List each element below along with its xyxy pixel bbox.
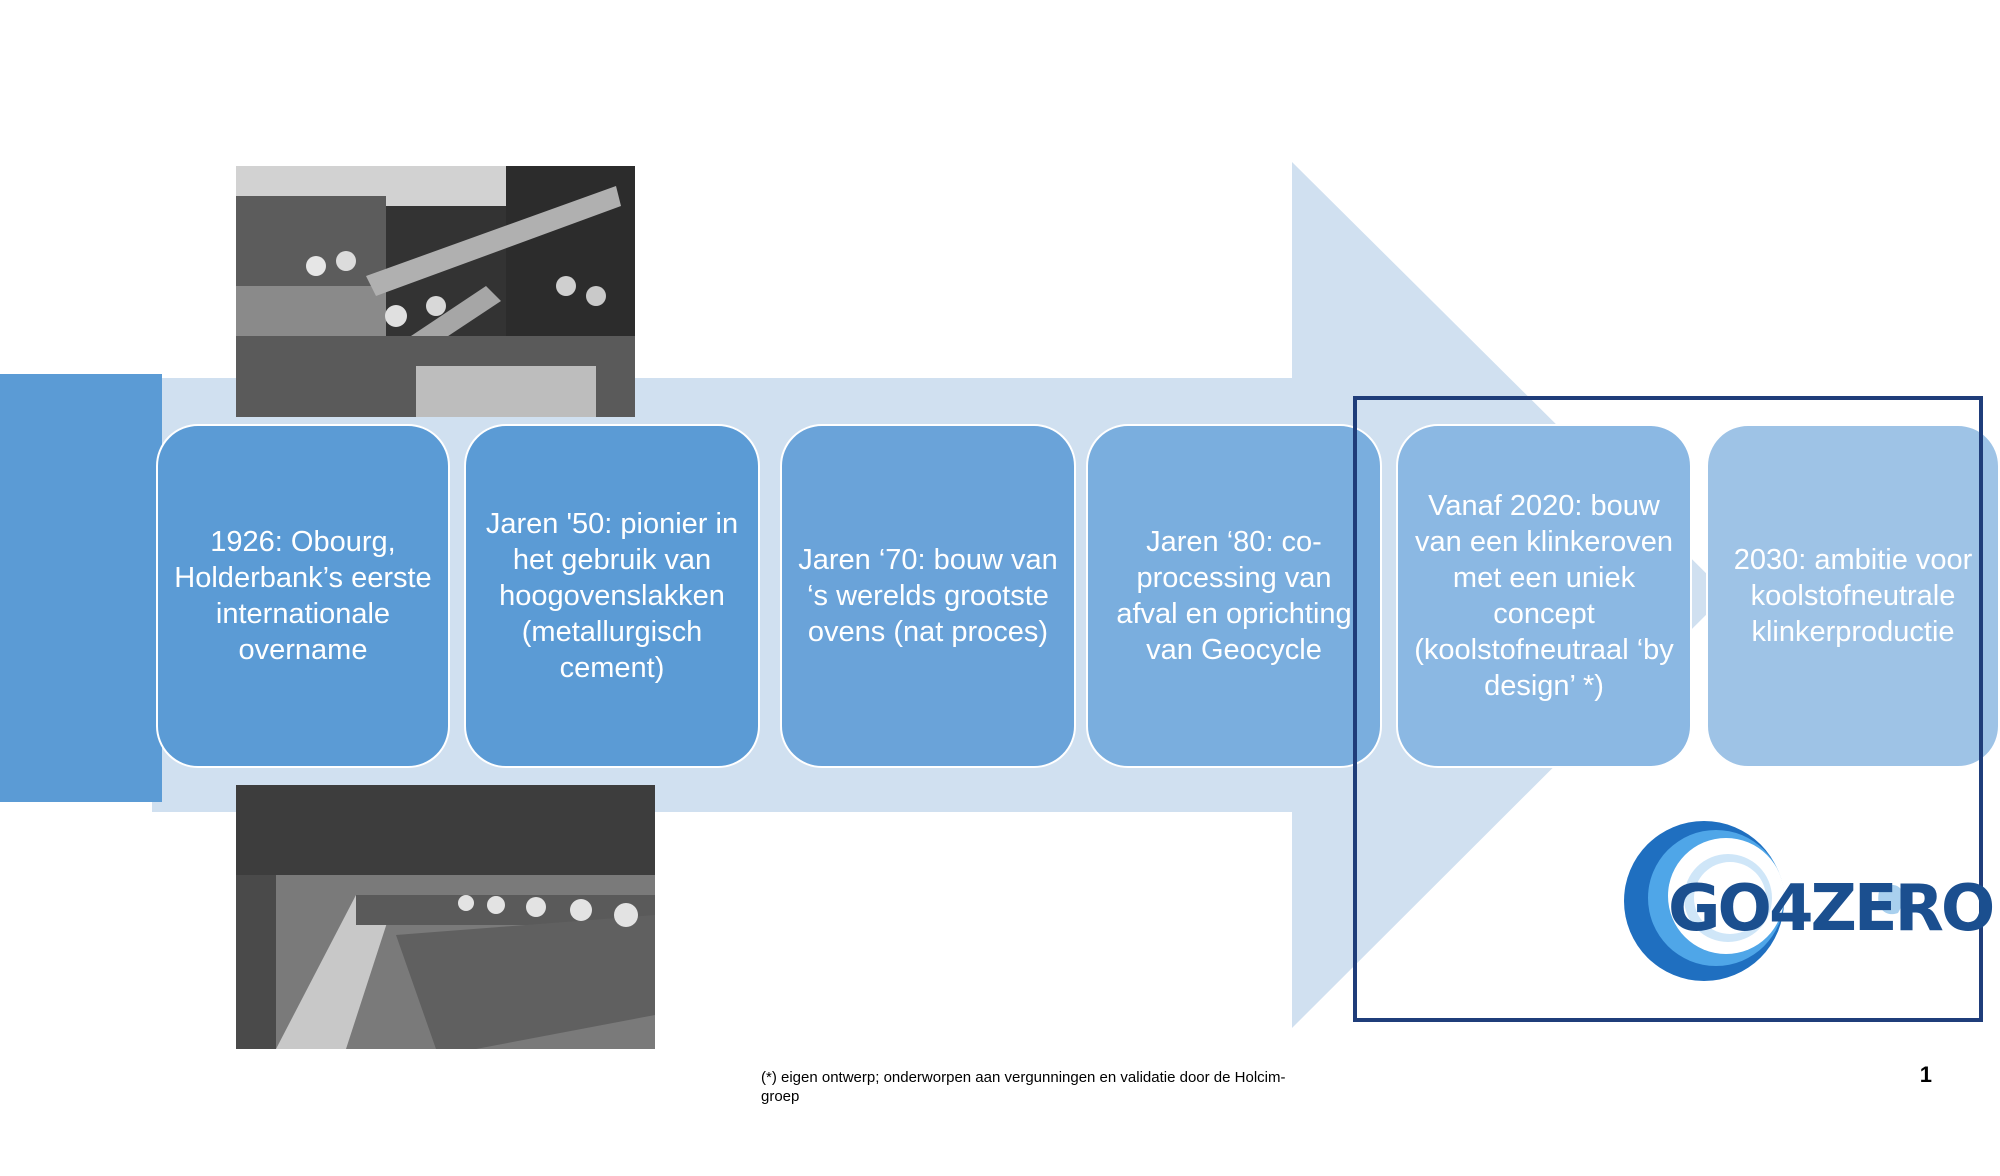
footnote: (*) eigen ontwerp; onderworpen aan vergu… bbox=[761, 1069, 1286, 1105]
go4zero-logo: GO4ZERO bbox=[1618, 818, 1995, 984]
go4zero-swirl-icon bbox=[1624, 821, 1904, 981]
milestone-text: 1926: Obourg, Holderbank’s eerste intern… bbox=[174, 526, 432, 666]
milestone-1980s: Jaren ‘80: co-processing van afval en op… bbox=[1086, 424, 1382, 768]
milestone-2020: Vanaf 2020: bouw van een klinkeroven met… bbox=[1396, 424, 1692, 768]
milestone-1970s: Jaren ‘70: bouw van ‘s werelds grootste … bbox=[780, 424, 1076, 768]
milestone-text: Jaren '50: pionier in het gebruik van ho… bbox=[485, 508, 739, 684]
origin-title: 1911: onze oorsprong bbox=[30, 854, 131, 1070]
milestone-text: Vanaf 2020: bouw van een klinkeroven met… bbox=[1414, 490, 1674, 702]
cement-barge-loading-photo bbox=[236, 166, 635, 417]
page-number: 1 bbox=[1919, 1062, 1932, 1087]
milestone-2030: 2030: ambitie voor koolstofneutrale klin… bbox=[1706, 424, 2000, 768]
milestone-1950s: Jaren '50: pionier in het gebruik van ho… bbox=[464, 424, 760, 768]
milestone-text: 2030: ambitie voor koolstofneutrale klin… bbox=[1733, 544, 1973, 648]
origin-bar: 1911: onze oorsprong bbox=[0, 374, 162, 1069]
milestone-1926: 1926: Obourg, Holderbank’s eerste intern… bbox=[156, 424, 450, 768]
logo-wordmark: GO4ZERO bbox=[1668, 872, 1995, 946]
milestone-text: Jaren ‘80: co-processing van afval en op… bbox=[1116, 526, 1352, 666]
milestone-text: Jaren ‘70: bouw van ‘s werelds grootste … bbox=[798, 544, 1058, 648]
cement-factory-workers-photo bbox=[236, 785, 655, 1049]
future-highlight-frame bbox=[1353, 396, 1983, 1022]
